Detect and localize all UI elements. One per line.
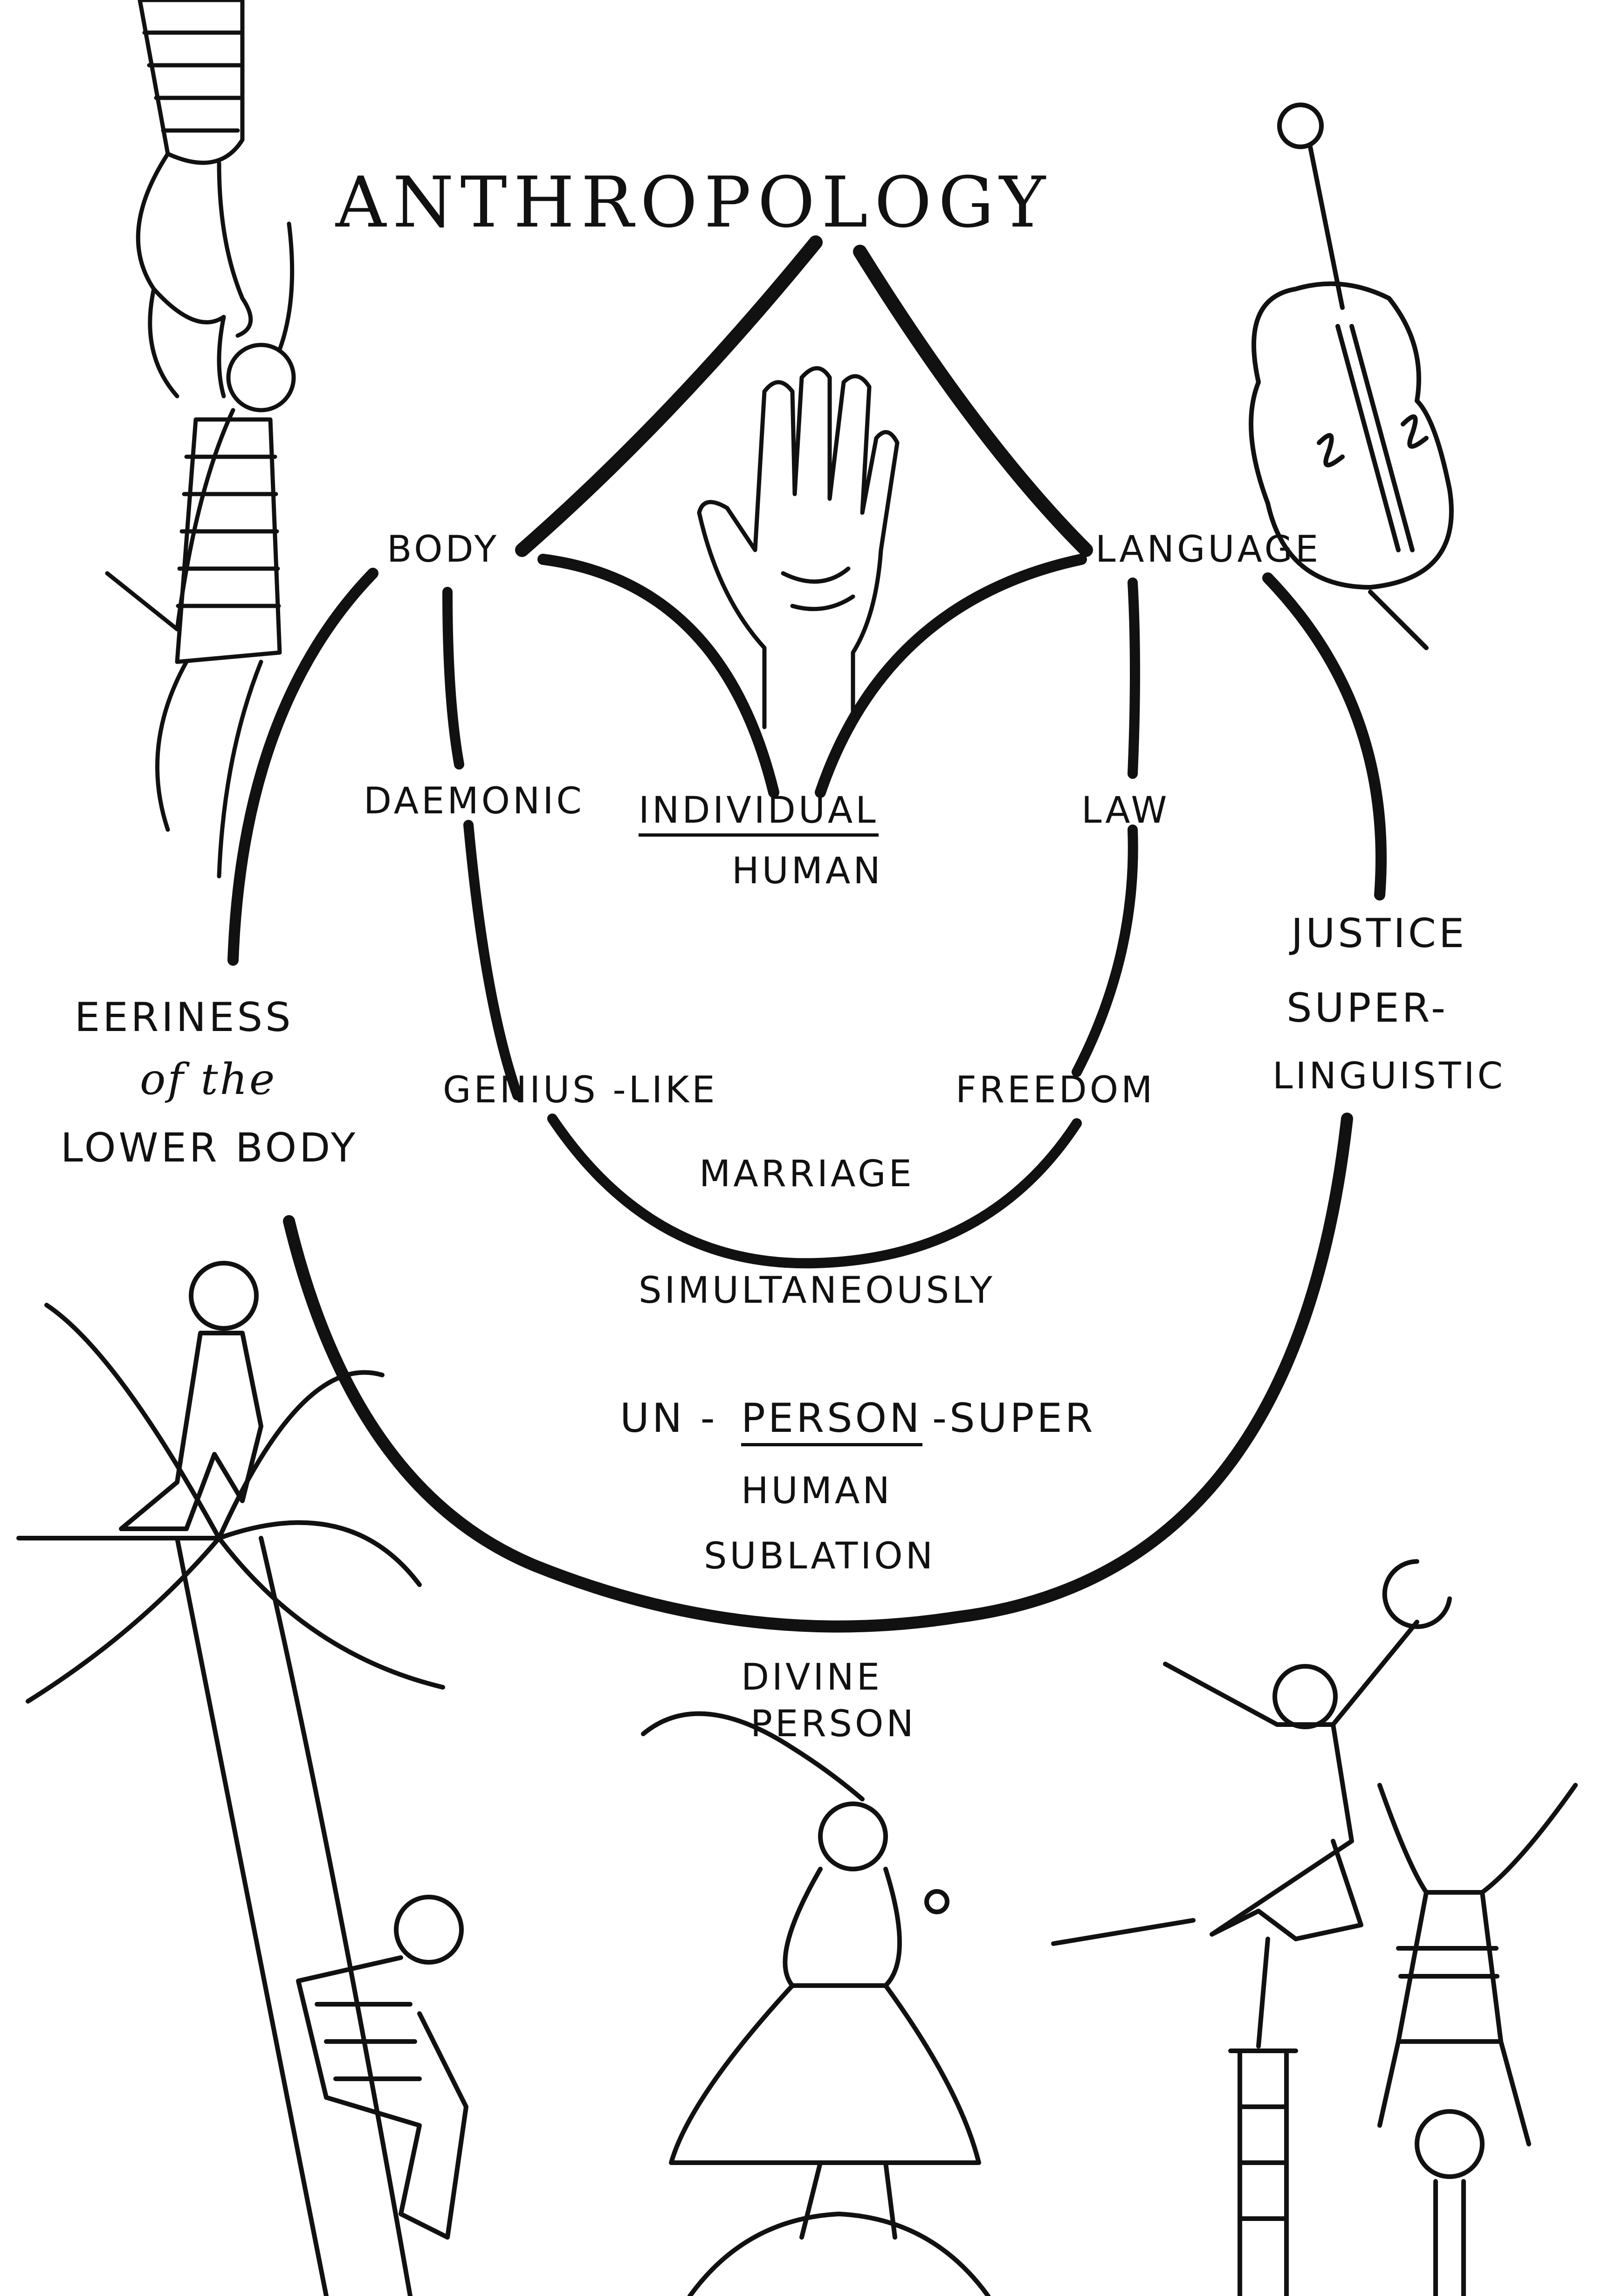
outer-arc-left-top — [227, 568, 378, 966]
node-person: PERSON — [741, 1398, 922, 1446]
node-law: LAW — [1081, 790, 1170, 832]
node-person-2: PERSON — [750, 1703, 916, 1745]
node-individual: INDIVIDUAL — [639, 792, 879, 837]
node-un-dash: UN - — [620, 1395, 718, 1442]
reaching-acrobat — [105, 221, 296, 879]
node-lower-body: LOWER BODY — [61, 1125, 358, 1171]
node-eeriness: EERINESS — [75, 994, 294, 1041]
node-body: BODY — [387, 529, 499, 571]
man-climbing-tree — [296, 1895, 468, 2240]
node-divine: DIVINE — [741, 1657, 883, 1698]
woman-in-palm-tree — [16, 1261, 445, 2296]
node-daemonic: DAEMONIC — [364, 780, 585, 822]
striped-swimsuit-legs — [136, 0, 253, 399]
node-genius-like: GENIUS -LIKE — [443, 1069, 718, 1111]
node-freedom: FREEDOM — [956, 1069, 1155, 1111]
node-language: LANGUAGE — [1095, 529, 1321, 571]
node-of-the: of the — [140, 1054, 277, 1104]
inner-arc-left-mid — [463, 820, 523, 1100]
arch-right-upper — [853, 245, 1093, 557]
outer-arc-right-top — [1262, 572, 1387, 901]
diagram-title: ANTHROPOLOGY — [336, 162, 1052, 243]
inner-arc-left-top — [442, 587, 464, 770]
arch-right-lower — [815, 554, 1087, 798]
node-sublation: SUBLATION — [704, 1535, 936, 1577]
arch-left-lower — [537, 554, 779, 798]
node-human-2: HUMAN — [741, 1470, 893, 1512]
raised-hand-illustration — [697, 366, 900, 729]
inner-arc-bottom — [547, 1114, 1082, 1269]
node-marriage: MARRIAGE — [699, 1153, 915, 1195]
dancer-holding-moon — [1051, 1559, 1452, 2296]
arch-left-upper — [515, 235, 823, 557]
node-dash-super: -SUPER — [932, 1395, 1096, 1442]
node-justice: JUSTICE — [1291, 910, 1467, 957]
node-super-hyphen: SUPER- — [1286, 985, 1449, 1031]
cello-illustration — [1249, 103, 1454, 650]
inner-arc-right-mid — [1072, 825, 1138, 1077]
outer-arc-left-bottom — [283, 1113, 1353, 1633]
inner-arc-right-top — [1128, 577, 1140, 779]
girl-on-globe — [641, 1711, 990, 2296]
handstand-acrobat — [1377, 1783, 1578, 2296]
node-human-1: HUMAN — [732, 850, 883, 892]
node-simultaneously: SIMULTANEOUSLY — [639, 1270, 995, 1312]
node-linguistic: LINGUISTIC — [1272, 1055, 1506, 1097]
